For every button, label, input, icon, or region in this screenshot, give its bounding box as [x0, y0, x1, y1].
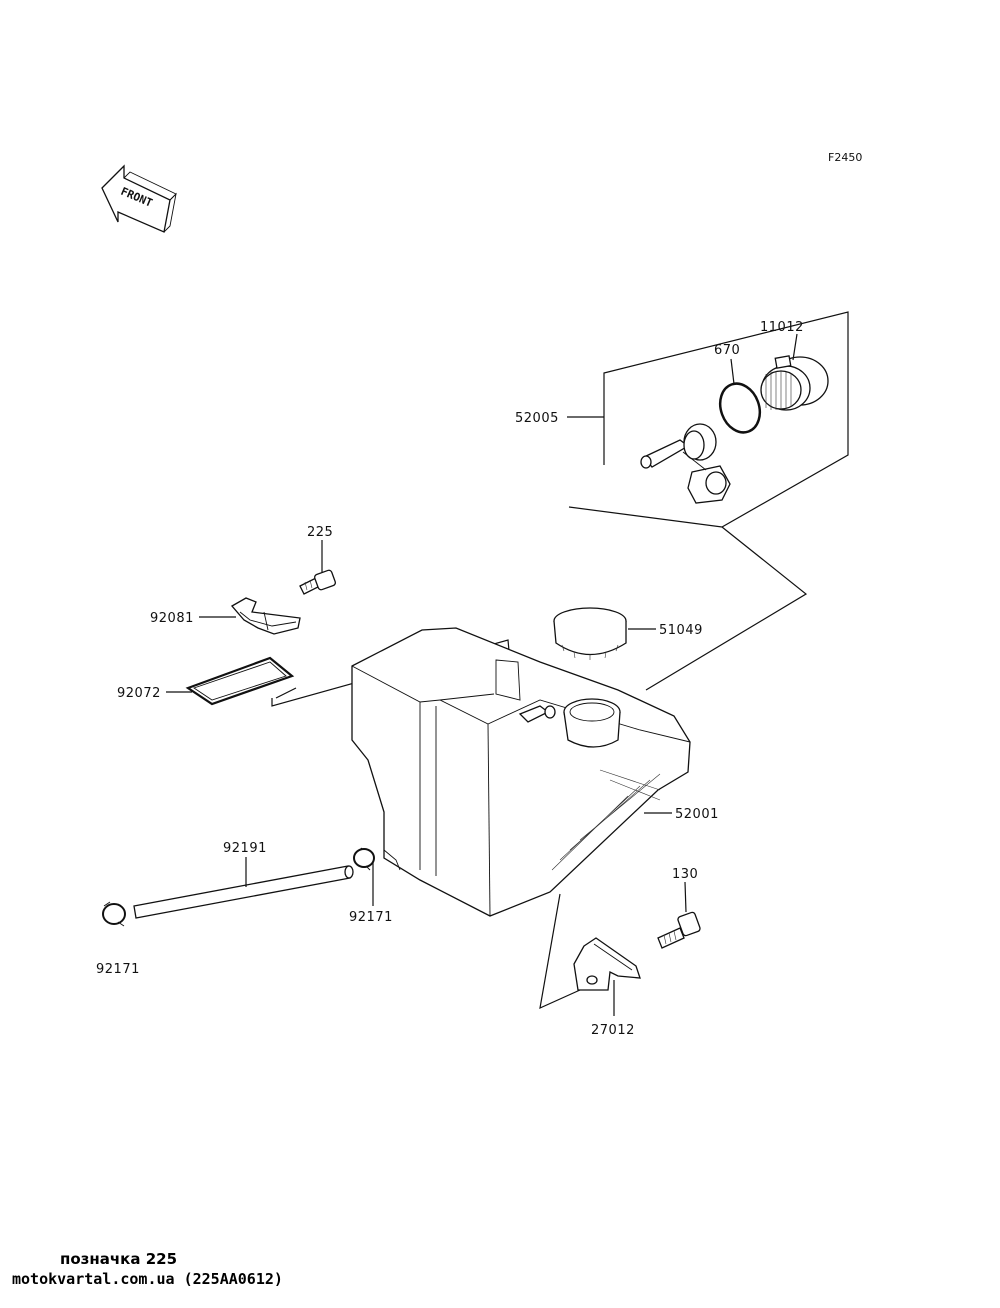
part-label-92191: 92191 — [223, 841, 267, 856]
part-label-130: 130 — [672, 867, 698, 882]
cap-51049 — [553, 607, 627, 660]
figure-code: F2450 — [828, 151, 862, 164]
clip-92081 — [230, 597, 301, 635]
part-label-92171-b: 92171 — [96, 962, 140, 977]
clamp-92171-b — [102, 901, 126, 927]
part-label-670: 670 — [714, 343, 740, 358]
fuel-tank-52001 — [351, 627, 691, 917]
part-label-51049: 51049 — [659, 623, 703, 638]
hose-92191 — [133, 865, 354, 919]
front-arrow-icon: FRONT — [101, 164, 177, 233]
part-label-52001: 52001 — [675, 807, 719, 822]
part-label-92171-a: 92171 — [349, 910, 393, 925]
footer-source: motokvartal.com.ua (225AA0612) — [12, 1270, 283, 1288]
part-label-92072: 92072 — [117, 686, 161, 701]
fuel-cock-52005 — [640, 423, 731, 504]
cap-11012 — [760, 355, 829, 411]
part-label-11012: 11012 — [760, 320, 804, 335]
clamp-92171-a — [353, 847, 375, 871]
assembly-52005-frame — [568, 311, 849, 528]
part-label-92081: 92081 — [150, 611, 194, 626]
footer-caption: позначка 225 — [60, 1250, 178, 1268]
bolt-225 — [299, 569, 336, 595]
gasket-92072 — [185, 656, 295, 706]
bolt-130 — [657, 911, 701, 949]
oring-670 — [718, 382, 762, 434]
part-label-225: 225 — [307, 525, 333, 540]
bracket-27012 — [573, 937, 641, 991]
part-label-27012: 27012 — [591, 1023, 635, 1038]
part-label-52005: 52005 — [515, 411, 559, 426]
